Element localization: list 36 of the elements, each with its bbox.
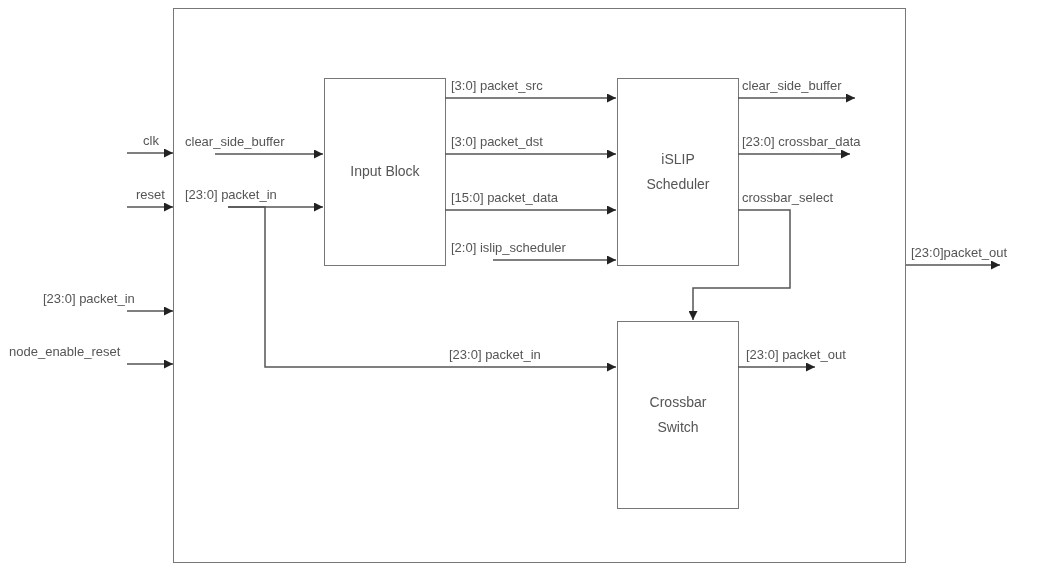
- signal-label: [23:0] packet_in: [448, 347, 542, 363]
- block-box: [617, 78, 739, 266]
- module-boundary-box: [173, 8, 906, 563]
- signal-arrow: [905, 260, 1001, 270]
- signal-arrow: [126, 148, 174, 158]
- signal-label: [2:0] islip_scheduler: [450, 240, 567, 256]
- signal-label: clear_side_buffer: [184, 134, 286, 150]
- block-label: Crossbar Switch: [648, 392, 708, 437]
- signal-label: [3:0] packet_dst: [450, 134, 544, 150]
- signal-arrow: [214, 149, 324, 159]
- signal-label: [23:0] packet_out: [745, 347, 847, 363]
- signal-arrow: [737, 93, 856, 103]
- signal-arrow: [737, 149, 851, 159]
- signal-arrow: [444, 149, 617, 159]
- signal-arrow: [737, 362, 816, 372]
- block-box: [617, 321, 739, 509]
- signal-label: crossbar_select: [741, 190, 835, 206]
- signal-label: [23:0] crossbar_data: [741, 134, 862, 150]
- signal-arrow: [688, 209, 791, 321]
- signal-label: [23:0] packet_in: [42, 291, 136, 307]
- signal-arrow: [126, 306, 174, 316]
- signal-label: [3:0] packet_src: [450, 78, 544, 94]
- signal-arrow: [444, 205, 617, 215]
- signal-arrow: [126, 359, 174, 369]
- signal-arrow: [126, 202, 174, 212]
- block-label: iSLIP Scheduler: [645, 149, 711, 194]
- block-box: [324, 78, 446, 266]
- signal-label: [23:0]packet_out: [910, 245, 1009, 261]
- block-label: Input Block: [349, 162, 421, 182]
- signal-label: [23:0] packet_in: [184, 187, 278, 203]
- signal-label: node_enable_reset: [8, 344, 122, 360]
- signal-arrow: [492, 255, 617, 265]
- signal-label: [15:0] packet_data: [450, 190, 559, 206]
- signal-label: clear_side_buffer: [741, 78, 843, 94]
- signal-arrow: [444, 93, 617, 103]
- signal-arrow: [227, 206, 617, 372]
